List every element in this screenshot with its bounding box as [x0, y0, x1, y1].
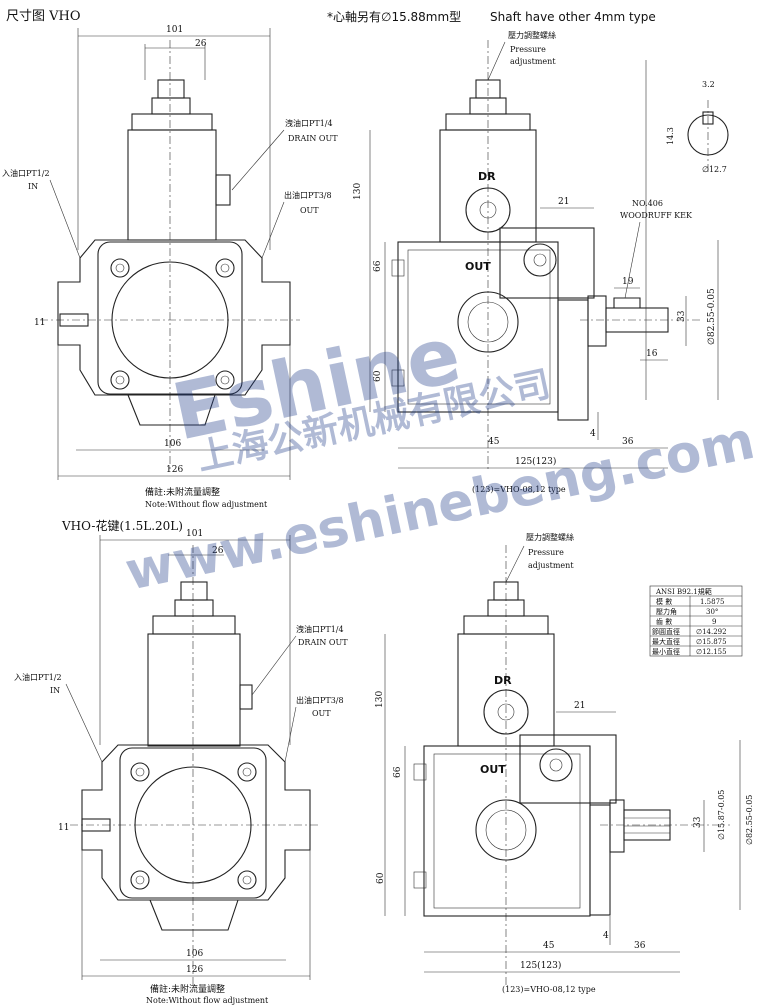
side-view-top: 壓力調整螺絲 Pressure adjustment DR OUT 130 66… — [353, 30, 729, 494]
dim-8255-b: ∅82.55-0.05 — [745, 795, 754, 845]
dim-130-top: 130 — [353, 183, 363, 200]
dim-130-b: 130 — [375, 691, 385, 708]
dim-143: 14.3 — [666, 127, 675, 145]
spline-r2-k: 齒 數 — [656, 617, 672, 626]
note-cn-top: 備註:未附流量調整 — [145, 486, 220, 498]
title-vho: 尺寸图 VHO — [6, 9, 81, 24]
dim-126-b: 126 — [186, 965, 203, 975]
in-label-cn: 入油口PT1/2 — [2, 168, 50, 178]
title-shaft-cn: *心軸另有∅15.88mm型 — [327, 10, 461, 24]
drain-label-en: DRAIN OUT — [288, 134, 338, 143]
spline-title: ANSI B92.1規範 — [655, 587, 712, 596]
dim-125-b: 125(123) — [520, 960, 561, 971]
dr-label-top: DR — [478, 170, 496, 183]
footnote-b: (123)=VHO-08,12 type — [502, 985, 596, 994]
out-label-en: OUT — [300, 206, 319, 215]
drain-label-en-b: DRAIN OUT — [298, 638, 348, 647]
out-label-side-top: OUT — [465, 260, 491, 273]
out-label-side-b: OUT — [480, 763, 506, 776]
dim-101-b: 101 — [186, 529, 203, 539]
dim-4-b: 4 — [603, 931, 609, 941]
spline-r1-k: 壓力角 — [656, 607, 677, 616]
pressure-en1-b: Pressure — [528, 548, 564, 557]
dim-16-top: 16 — [646, 349, 658, 359]
out-label-en-b: OUT — [312, 709, 331, 718]
dim-106: 106 — [164, 439, 181, 449]
side-view-bottom: 壓力調整螺絲 Pressure adjustment DR OUT 130 66… — [375, 532, 754, 994]
spline-r4-k: 最大直徑 — [652, 637, 680, 646]
note-en-bottom: Note:Without flow adjustment — [146, 996, 269, 1005]
note-en-top: Note:Without flow adjustment — [145, 500, 268, 509]
out-label-cn-b: 出油口PT3/8 — [296, 695, 344, 705]
dim-1587: ∅15.87-0.05 — [717, 790, 726, 840]
dim-4-top: 4 — [590, 429, 596, 439]
dim-125-top: 125(123) — [515, 456, 556, 467]
pressure-cn-top: 壓力調整螺絲 — [508, 30, 556, 40]
dim-33-top: 33 — [677, 310, 687, 322]
spline-r0-k: 模 數 — [656, 597, 672, 606]
spline-r3-k: 節圓直徑 — [652, 627, 680, 636]
dim-45-top: 45 — [488, 437, 500, 447]
watermark: Eshine 上海公新机械有限公司 www.eshinebeng.com — [120, 310, 760, 603]
drain-label-cn-b: 洩油口PT1/4 — [296, 624, 344, 634]
dim-11: 11 — [34, 318, 45, 328]
dim-60-b: 60 — [376, 872, 386, 884]
dim-36-b: 36 — [634, 941, 646, 951]
front-view-top: 101 26 11 洩油口PT1/4 DRAIN OUT 入油口PT1/2 IN… — [2, 25, 338, 509]
dim-26-b: 26 — [212, 546, 224, 556]
spline-r5-k: 最小直徑 — [652, 647, 680, 656]
dim-26: 26 — [195, 39, 207, 49]
dim-8255-top: ∅82.55-0.05 — [707, 288, 717, 345]
dim-45-b: 45 — [543, 941, 555, 951]
spline-r1-v: 30° — [706, 608, 718, 616]
dim-21-top: 21 — [558, 197, 569, 207]
dim-33-b: 33 — [693, 816, 703, 828]
dim-60-top: 60 — [373, 370, 383, 382]
spline-table: ANSI B92.1規範 模 數 1.5875 壓力角 30° 齒 數 9 節圓… — [649, 585, 743, 657]
dim-11-b: 11 — [58, 823, 69, 833]
note-cn-bottom: 備註:未附流量調整 — [150, 983, 225, 995]
title-spline: VHO-花键(1.5L.20L) — [61, 518, 183, 533]
title-shaft-en: Shaft have other 4mm type — [490, 10, 656, 24]
pressure-en1-top: Pressure — [510, 45, 546, 54]
woodruff-2: WOODRUFF KEK — [620, 211, 693, 220]
dim-66-top: 66 — [373, 260, 383, 272]
dr-label-b: DR — [494, 674, 512, 687]
pressure-cn-b: 壓力調整螺絲 — [526, 532, 574, 542]
dim-101: 101 — [166, 25, 183, 35]
spline-r3-v: ∅14.292 — [696, 628, 727, 636]
spline-r2-v: 9 — [712, 618, 716, 626]
spline-r0-v: 1.5875 — [700, 598, 725, 606]
woodruff-1: NO.406 — [632, 199, 663, 208]
dim-126: 126 — [166, 465, 183, 475]
in-label-cn-b: 入油口PT1/2 — [14, 672, 62, 682]
pressure-en2-top: adjustment — [510, 57, 556, 66]
dim-66-b: 66 — [393, 766, 403, 778]
spline-r4-v: ∅15.875 — [696, 638, 727, 646]
pressure-en2-b: adjustment — [528, 561, 574, 570]
dim-32: 3.2 — [702, 80, 715, 89]
spline-r5-v: ∅12.155 — [696, 648, 727, 656]
dim-21-b: 21 — [574, 701, 585, 711]
dim-106-b: 106 — [186, 949, 203, 959]
dim-36-top: 36 — [622, 437, 634, 447]
in-label-en-b: IN — [50, 686, 60, 695]
front-view-bottom: 101 26 11 洩油口PT1/4 DRAIN OUT 入油口PT1/2 IN… — [14, 529, 348, 1005]
footnote-top: (123)=VHO-08,12 type — [472, 485, 566, 494]
drain-label-cn: 洩油口PT1/4 — [285, 118, 333, 128]
dim-127: ∅12.7 — [702, 165, 727, 174]
in-label-en: IN — [28, 182, 38, 191]
out-label-cn: 出油口PT3/8 — [284, 190, 332, 200]
